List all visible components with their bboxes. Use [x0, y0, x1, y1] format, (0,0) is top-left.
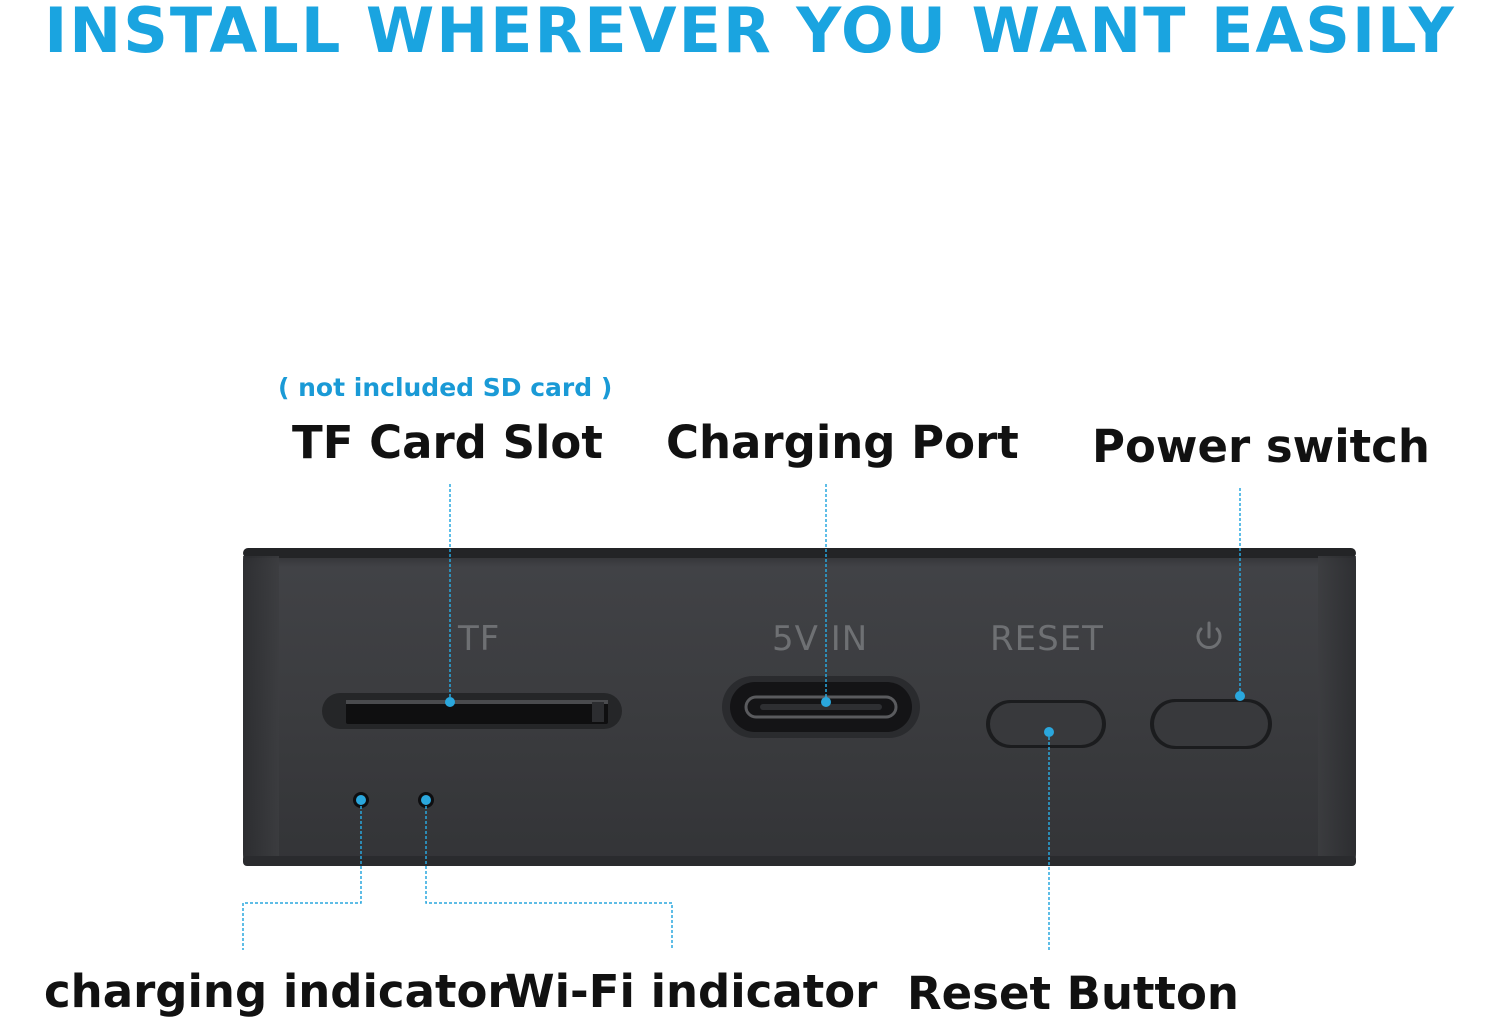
tf-marking: TF [457, 619, 500, 659]
charging-callout-line [242, 806, 362, 950]
power-callout-dot [1235, 691, 1245, 701]
power-switch-label: Power switch [1092, 420, 1430, 473]
reset-button[interactable] [986, 700, 1106, 748]
wifi-indicator-label: Wi-Fi indicator [505, 965, 878, 1018]
sd-card-note: ( not included SD card ) [278, 373, 613, 402]
headline: INSTALL WHEREVER YOU WANT EASILY [44, 0, 1456, 67]
reset-callout-dot [1044, 727, 1054, 737]
tf-callout-dot [445, 697, 455, 707]
wifi-callout-line [425, 806, 673, 950]
reset-marking: RESET [990, 619, 1104, 659]
port-marking: 5V IN [772, 619, 868, 659]
charging-indicator-label: charging indicator [44, 965, 510, 1018]
tf-card-slot[interactable] [322, 693, 622, 729]
reset-button-label: Reset Button [907, 967, 1239, 1020]
port-callout-dot [821, 697, 831, 707]
tf-card-slot-label: TF Card Slot [292, 416, 603, 469]
charging-port-label: Charging Port [666, 416, 1019, 469]
usb-c-port[interactable] [722, 676, 920, 738]
power-icon [1196, 621, 1222, 649]
power-button[interactable] [1150, 699, 1272, 749]
wifi-indicator-led [418, 792, 434, 808]
charging-indicator-led [353, 792, 369, 808]
